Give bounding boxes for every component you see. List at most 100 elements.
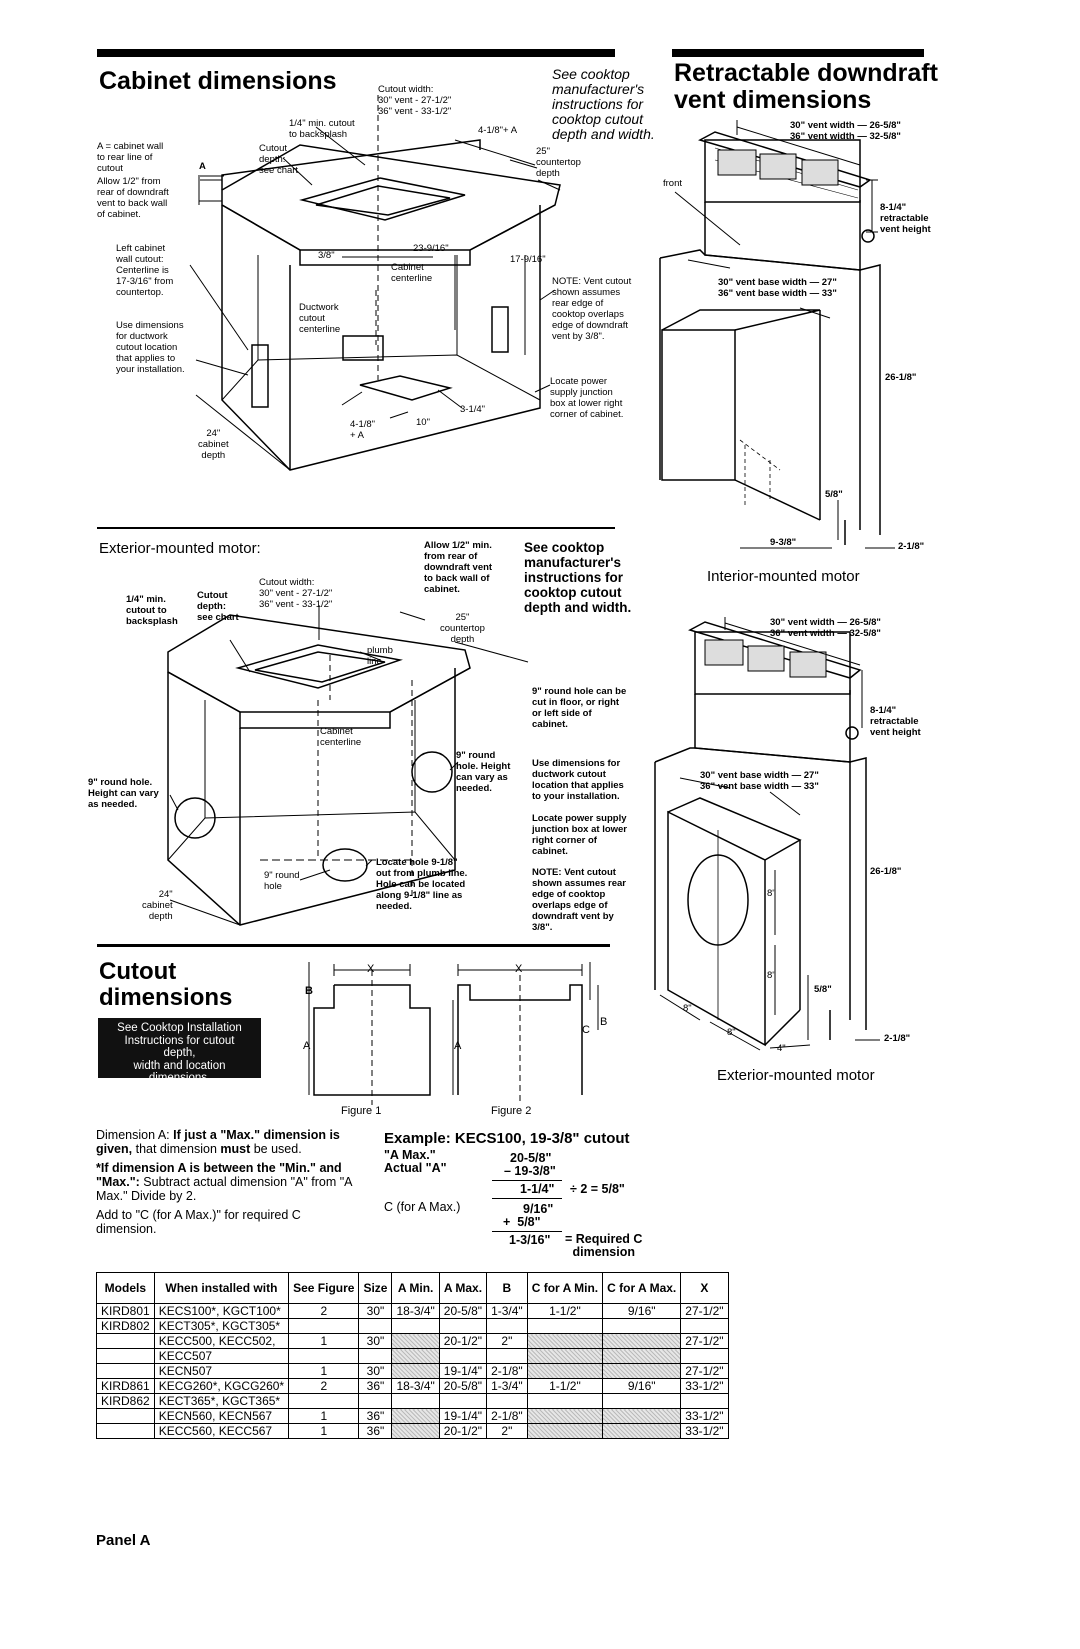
dim-8-a: 8" [767,888,776,899]
table-cell [391,1423,440,1439]
table-cell [391,1363,440,1379]
vent-height-note: 8-1/4" retractable vent height [880,202,931,235]
table-cell: 20-1/2" [438,1423,488,1439]
dim-23-9-16: 23-9/16" [413,243,449,254]
dim-8-b: 8" [767,970,776,981]
table-row: KECC507 [96,1348,729,1364]
table-cell: 1 [288,1363,360,1379]
dim-5-8-b: 5/8" [814,984,832,995]
table-cell [391,1348,440,1364]
a-plus-label: 4-1/8"+ A [478,125,518,136]
table-cell [438,1348,488,1364]
table-cell [602,1333,682,1349]
dim-9-3-8: 9-3/8" [770,537,797,548]
table-cell: 20-5/8" [438,1303,488,1319]
exterior-allow: Allow 1/2" min. from rear of downdraft v… [424,540,493,595]
locate-hole-note: Locate hole 9-1/8" out from plumb line. … [376,857,468,912]
table-cell: 2 [288,1303,360,1319]
example-rule-3 [492,1231,562,1232]
table-cell [526,1318,604,1334]
dim-3-1-4: 3-1/4" [460,404,486,415]
table-cell: KIRD861 [96,1378,155,1394]
example-rule-2 [492,1198,562,1199]
table-cell [526,1423,604,1439]
table-cell [680,1318,729,1334]
example-title: Example: KECS100, 19-3/8" cutout [384,1130,630,1147]
vent-grille [705,140,860,202]
table-cell: KIRD801 [96,1303,155,1319]
base-width-note: 30" vent base width — 27" 36" vent base … [718,277,837,299]
exterior-vent-note: NOTE: Vent cutout shown assumes rear edg… [532,867,626,933]
vent-height-note-2: 8-1/4" retractable vent height [870,705,921,738]
a-label-1: A [303,1040,311,1052]
table-cell: 19-1/4" [438,1408,488,1424]
table-cell [602,1363,682,1379]
table-cell [96,1423,155,1439]
plumb-line-label: plumb line [367,645,393,667]
table-cell [526,1393,604,1409]
duct-centerline-label: Ductwork cutout centerline [299,302,341,335]
round-bottom-note: 9" round hole [264,870,300,892]
table-cell: 9/16" [602,1303,682,1319]
table-cell: KIRD862 [96,1393,155,1409]
table-cell: 18-3/4" [391,1303,440,1319]
example-actual-label: Actual "A" [384,1161,447,1175]
cabinet-title: Cabinet dimensions [99,67,337,95]
retract-title: Retractable downdraft vent dimensions [674,59,938,114]
dim-17-9-16: 17-9/16" [510,254,546,265]
col-c-max: C for A Max. [602,1272,682,1304]
allow-note: Allow 1/2" from rear of downdraft vent t… [97,176,169,220]
table-cell: 2-1/8" [486,1408,528,1424]
table-cell [96,1408,155,1424]
x-label-2: X [515,963,523,975]
quarter-min-note: 1/4" min. cutout to backsplash [289,118,355,140]
panel-label: Panel A [96,1532,151,1549]
example-c-val: 9/16" [523,1202,554,1216]
example-result: 1-3/16" [509,1233,551,1247]
table-cell: 33-1/2" [680,1378,729,1394]
round-floor-note: 9" round hole can be cut in floor, or ri… [532,686,627,730]
table-cell: KECG260*, KGCG260* [153,1378,290,1394]
dim-8-c: 8" [683,1003,692,1014]
table-cell: KECT365*, KGCT365* [153,1393,290,1409]
table-cell [602,1348,682,1364]
left-cutout-note: Left cabinet wall cutout: Centerline is … [116,243,174,298]
table-cell: 36" [358,1423,393,1439]
cutout-rule [97,944,610,947]
cutout-title: Cutout dimensions [99,958,233,1011]
cutout-badge: See Cooktop Installation Instructions fo… [98,1018,261,1084]
example-amax-val: 20-5/8" [510,1151,552,1165]
floor-duct-cutout [360,376,450,400]
table-cell: 1-3/4" [486,1303,528,1319]
exterior-cab-centerline: Cabinet centerline [320,726,362,748]
dim-a-label: Dimension A: [96,1128,174,1142]
example-diff: 1-1/4" [520,1182,555,1196]
knob-icon [862,230,874,242]
a-note: A = cabinet wall to rear line of cutout [97,141,164,174]
table-cell: 2" [486,1423,528,1439]
dim-2-1-8: 2-1/8" [898,541,925,552]
a-label-2: A [454,1040,462,1052]
table-cell [96,1363,155,1379]
x-label-1: X [367,963,375,975]
col-c-min: C for A Min. [526,1272,604,1304]
table-cell: 18-3/4" [391,1378,440,1394]
example-div: ÷ 2 = 5/8" [570,1182,625,1196]
table-cell [526,1348,604,1364]
table-cell: 36" [358,1378,393,1394]
table-cell: 30" [358,1303,393,1319]
table-cell [358,1318,393,1334]
table-cell: 27-1/2" [680,1303,729,1319]
table-cell: KECC560, KECC567 [153,1423,290,1439]
example-actual-val: – 19-3/8" [504,1164,556,1178]
cabinet-centerline-label: Cabinet centerline [391,262,433,284]
table-cell: 20-5/8" [438,1378,488,1394]
